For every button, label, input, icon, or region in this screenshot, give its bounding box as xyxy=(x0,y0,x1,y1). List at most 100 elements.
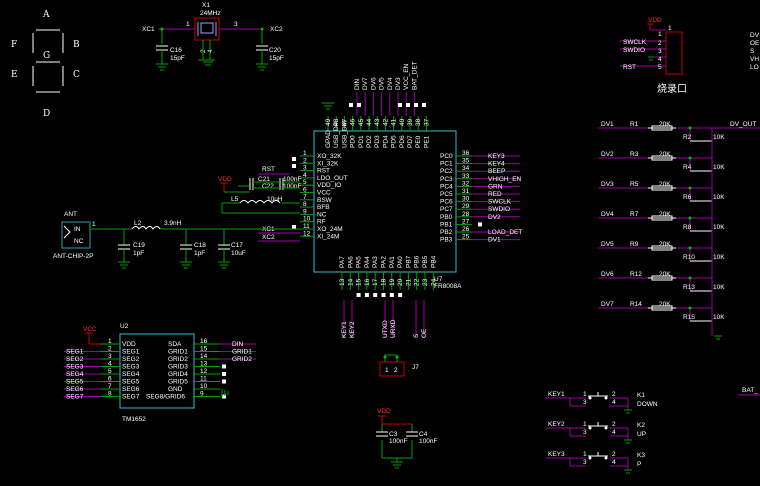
u7-pin-48-name: USB_DP xyxy=(333,122,340,148)
u7-pin-38: 38 xyxy=(415,118,422,126)
divider-r1-ref: R1 xyxy=(630,121,639,128)
divider-r7-ref: R7 xyxy=(630,211,639,218)
crystal-x1: X1 24MHz 1 3 2 4 XC1 XC2 C16 15pF C20 15… xyxy=(142,2,284,71)
u2-pin-15: 15 xyxy=(200,346,208,353)
j1-pin3: 3 xyxy=(658,48,662,55)
u2-pin-1: 1 xyxy=(108,338,112,345)
u7-topnet-0: DIN xyxy=(354,79,361,91)
u2-part: TM1652 xyxy=(122,416,146,423)
divider-r14-value: 20K xyxy=(659,301,671,308)
u7-topnet-1: DV7 xyxy=(362,77,369,90)
u7-net-beep: BEEP xyxy=(488,168,505,175)
u2-net-seg3: SEG3 xyxy=(66,364,84,371)
svg-text:OE: OE xyxy=(750,40,760,47)
divider-net-dv5: DV5 xyxy=(601,241,614,248)
xc2-label: XC2 xyxy=(262,234,275,241)
u2-pin-3-name: SEG2 xyxy=(122,356,140,363)
u2-pin-6-name: SEG5 xyxy=(122,379,140,386)
key-net-key2: KEY2 xyxy=(548,421,565,428)
c4-ref: C4 xyxy=(419,431,428,438)
u2-pin-11: 11 xyxy=(200,376,207,383)
u2-pin-15-name: GRID1 xyxy=(168,349,188,356)
uart-header-j7: 1 2 J7 xyxy=(379,354,419,377)
u7-pin-17-name: PA3 xyxy=(372,256,379,268)
key-k1-p3: 3 xyxy=(583,399,587,406)
power-decoupling: VDD C3 100nF C4 100nF xyxy=(376,408,437,469)
u7-pin-9-name: NC xyxy=(317,211,327,218)
divider-r12-value: 20K xyxy=(659,271,671,278)
u2-pin-11-name: GRID5 xyxy=(168,379,188,386)
u7-topnet-5: DV3 xyxy=(395,77,402,90)
u7-pin-30-name: PC6 xyxy=(440,199,453,206)
u7-pin-47-name: USB_DM xyxy=(341,121,348,148)
u7-pin-48: 48 xyxy=(333,118,340,126)
j1-net-swclk: SWCLK xyxy=(623,39,647,46)
u2-pin-5-name: SEG4 xyxy=(122,371,140,378)
j1-ref-placeholder: 1 xyxy=(668,25,672,32)
u2-pin-10-name: GND xyxy=(168,386,183,393)
u2-pin-3: 3 xyxy=(108,353,112,360)
u7-pin-10-name: RF xyxy=(317,219,326,226)
u2-net-seg7: SEG7 xyxy=(66,394,84,401)
u7-net-swclk: SWCLK xyxy=(488,199,512,206)
u2-pin-8: 8 xyxy=(108,391,112,398)
divider-r7-value: 20K xyxy=(659,211,671,218)
u7-pin-17: 17 xyxy=(372,278,379,286)
x1-pin3: 3 xyxy=(234,21,238,28)
u7-pin-46-name: PD0 xyxy=(350,135,357,148)
u7-pin-26: 26 xyxy=(462,226,470,233)
u7-pin-16: 16 xyxy=(364,278,371,286)
mcu-left-parts: RST VDD C21 C22 100nF 100nF L5 10uH XC1 … xyxy=(218,166,301,242)
vdd-label: VDD xyxy=(218,176,232,183)
u7-pin-5: 5 xyxy=(303,179,307,186)
u7-pin-45: 45 xyxy=(358,118,365,126)
u7-pin-18: 18 xyxy=(381,278,388,286)
u7-pin-16-name: PA4 xyxy=(364,256,371,268)
l2-ref: L2 xyxy=(134,220,142,227)
j1-pin5: 5 xyxy=(658,64,662,71)
c19-ref: C19 xyxy=(133,242,145,249)
u7-pin-2-name: XI_32K xyxy=(317,160,339,167)
svg-text:LO: LO xyxy=(750,64,759,71)
c18-ref: C18 xyxy=(194,242,206,249)
jtag-header-j1: VDD 1 1 2 3 4 5 SWCLK SWDIO RST 烧录口 xyxy=(620,17,687,95)
divider-r13-value: 10K xyxy=(713,284,725,291)
u7-pin-40: 40 xyxy=(399,118,406,126)
u7-botnet-oe: OE xyxy=(421,328,428,338)
u7-pin-49-name: GPAD xyxy=(325,130,332,148)
key-k3-p4: 4 xyxy=(612,459,616,466)
x1-net1: XC1 xyxy=(142,26,155,33)
key-net-key1: KEY1 xyxy=(548,391,565,398)
u7-ref: U7 xyxy=(434,276,443,283)
j1-pin1: 1 xyxy=(658,31,662,38)
u7-pin-21: 21 xyxy=(405,278,412,286)
j1-net-swdio: SWDIO xyxy=(623,47,645,54)
u7-pin-41-name: PD5 xyxy=(391,135,398,148)
u7-pin-6: 6 xyxy=(303,187,307,194)
u7-pin-33: 33 xyxy=(462,173,470,180)
u7-pin-47: 47 xyxy=(341,118,348,126)
divider-r9-value: 20K xyxy=(659,241,671,248)
divider-r1-value: 20K xyxy=(659,121,671,128)
divider-r4-value: 10K xyxy=(713,164,725,171)
u7-pin-35: 35 xyxy=(462,158,470,165)
u2-pin-6: 6 xyxy=(108,376,112,383)
j7-pin1: 1 xyxy=(385,367,389,374)
u7-part: FR8008A xyxy=(434,283,462,290)
divider-r13-ref: R13 xyxy=(683,284,695,291)
j1-net-rst: RST xyxy=(623,64,636,71)
u7-pin-23-name: PB5 xyxy=(422,255,429,268)
c21-value: 100nF xyxy=(283,176,301,183)
u2-pin-5: 5 xyxy=(108,368,112,375)
u7-pin-4-name: LDO_OUT xyxy=(317,175,348,182)
u7-pin-3: 3 xyxy=(303,165,307,172)
c3-ref: C3 xyxy=(389,431,398,438)
divider-r6-ref: R6 xyxy=(683,194,692,201)
divider-r2-ref: R2 xyxy=(683,134,692,141)
antenna-section: ANT IN NC 1 ANT-CHIP-2P L2 3.9nH C19 1pF… xyxy=(53,211,300,269)
ant-nc: NC xyxy=(74,238,84,245)
